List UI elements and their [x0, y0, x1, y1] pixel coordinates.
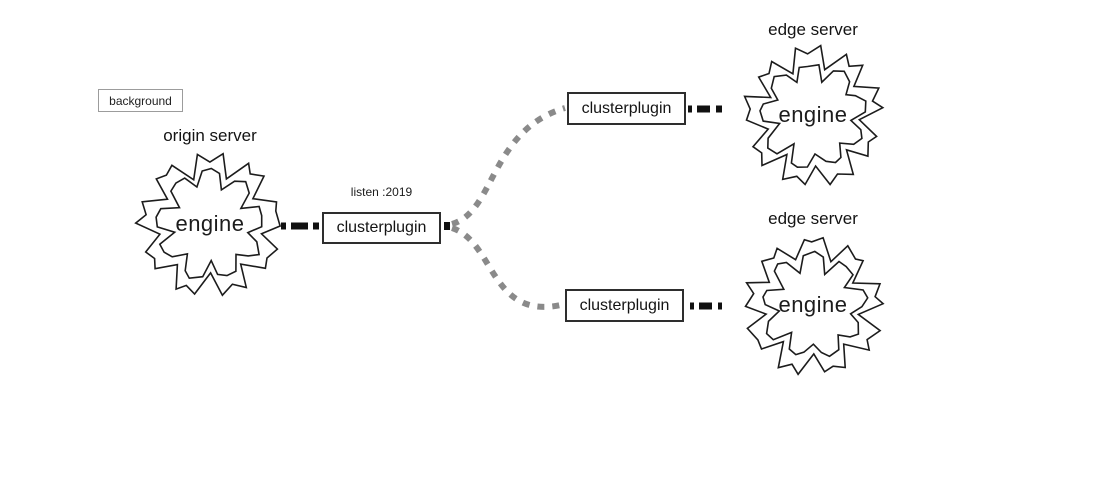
branch-curve-lower [450, 225, 562, 310]
origin-plugin-out-dash [444, 222, 450, 230]
background-legend-label: background [109, 93, 172, 108]
edge-2-engine-label: engine [778, 292, 848, 317]
background-legend-box: background [98, 89, 183, 112]
edge-2-engine-gear-icon [744, 236, 885, 376]
edge-1-clusterplugin-box: clusterplugin [567, 92, 686, 125]
edge-1-engine-label: engine [778, 102, 848, 127]
edge-2-clusterplugin-box: clusterplugin [565, 289, 684, 322]
listen-port-label: listen :2019 [350, 185, 413, 199]
edge-2-clusterplugin-label: clusterplugin [579, 296, 670, 314]
edge-server-1-title: edge server [768, 20, 858, 39]
edge-server-2-title: edge server [768, 209, 858, 228]
branch-curve-upper [450, 105, 566, 227]
edge-1-clusterplugin-label: clusterplugin [581, 99, 672, 117]
origin-server-title: origin server [163, 126, 257, 145]
edge-1-engine-gear-icon [743, 44, 885, 186]
origin-clusterplugin-label: clusterplugin [336, 219, 427, 236]
origin-engine-label: engine [175, 211, 245, 236]
origin-clusterplugin-box: clusterplugin [322, 212, 441, 244]
origin-engine-gear-icon [134, 152, 282, 297]
